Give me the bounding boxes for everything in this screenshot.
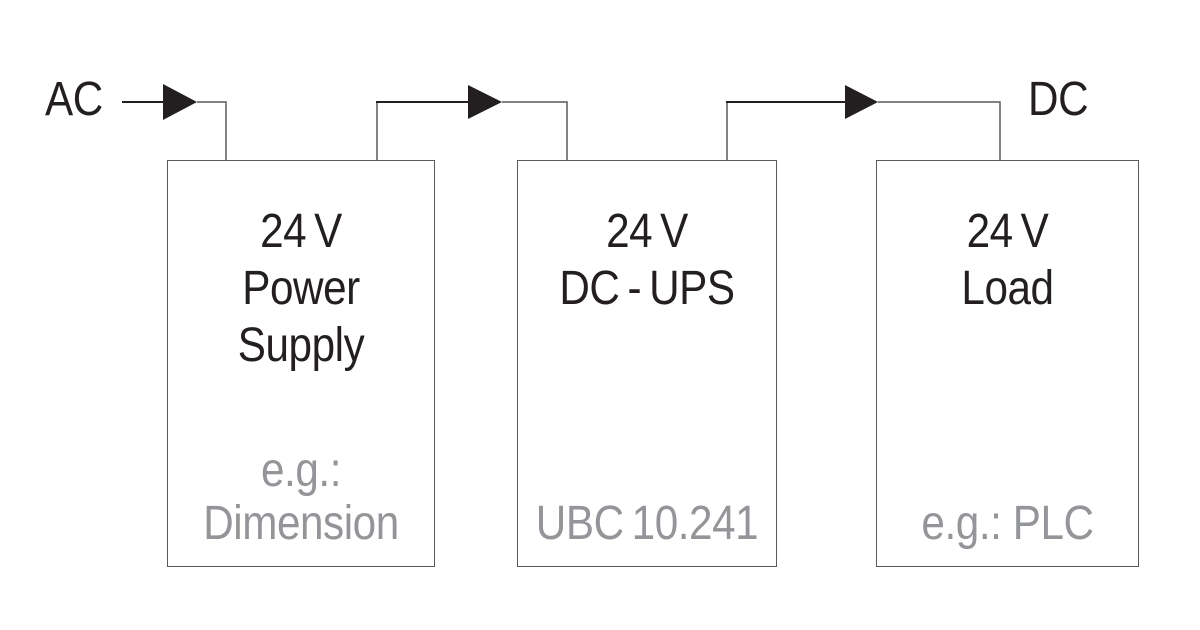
block-power-supply: 24 V Power Supply e.g.: Dimension <box>167 160 435 567</box>
subtitle-line: UBC 10.241 <box>535 497 759 550</box>
title-line: Load <box>961 262 1054 315</box>
title-line: Power <box>242 262 360 315</box>
block-title: 24 V DC - UPS <box>533 161 760 317</box>
title-line: 24 V <box>260 205 342 258</box>
block-title: 24 V Power Supply <box>184 161 418 374</box>
title-line: DC - UPS <box>559 262 735 315</box>
subtitle-line: e.g.: <box>261 444 341 497</box>
subtitle-line: Dimension <box>203 497 399 550</box>
title-line: 24 V <box>606 205 688 258</box>
block-subtitle: e.g.: Dimension <box>184 444 418 566</box>
dc-output-label: DC <box>1028 73 1089 126</box>
flow-arrowhead-icon <box>845 85 878 119</box>
block-load: 24 V Load e.g.: PLC <box>876 160 1139 567</box>
block-subtitle: UBC 10.241 <box>533 497 760 566</box>
flow-arrowhead-icon <box>163 84 197 120</box>
title-line: 24 V <box>966 205 1049 258</box>
block-title: 24 V Load <box>893 161 1123 317</box>
subtitle-line: e.g.: PLC <box>921 497 1094 550</box>
block-dc-ups: 24 V DC - UPS UBC 10.241 <box>517 160 777 567</box>
block-subtitle: e.g.: PLC <box>893 497 1123 566</box>
flow-arrowhead-icon <box>468 85 502 119</box>
title-line: Supply <box>237 319 365 372</box>
ac-input-label: AC <box>45 73 103 126</box>
wire-segments <box>197 101 1001 160</box>
